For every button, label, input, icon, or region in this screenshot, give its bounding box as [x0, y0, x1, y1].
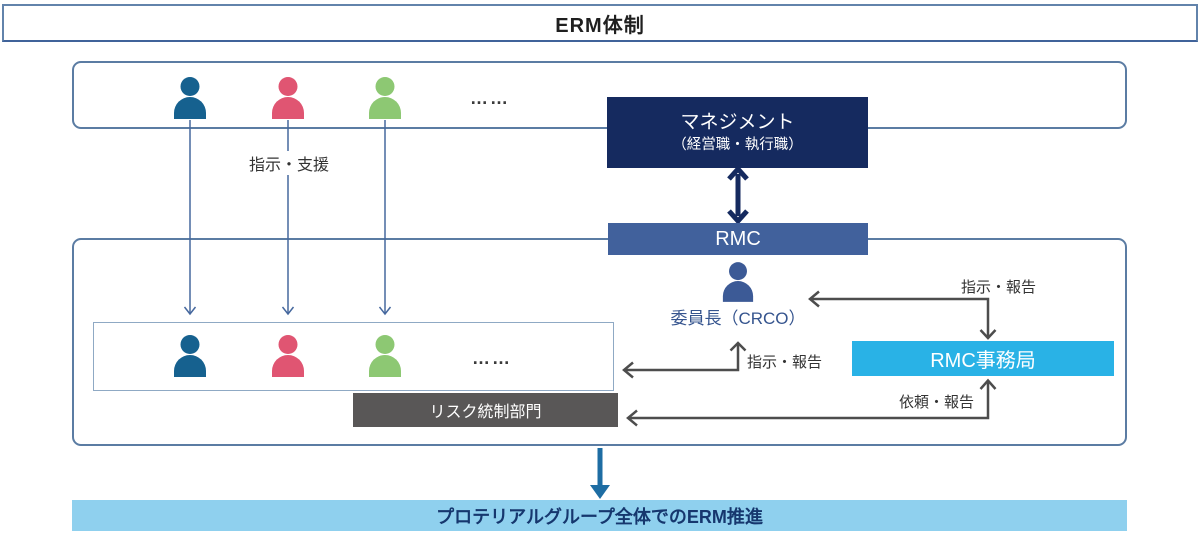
- management-rmc-double-arrow: [727, 165, 749, 225]
- risk-office-arrow: [626, 378, 997, 427]
- risk-control-label: リスク統制部門: [429, 404, 542, 421]
- person-icon: [272, 77, 304, 119]
- bottom-bar-label: プロテリアルグループ全体でのERM推進: [436, 506, 763, 527]
- management-sublabel: （経営職・執行職）: [672, 136, 803, 153]
- top-group-frame: [72, 61, 1127, 129]
- person-icon: [174, 335, 206, 377]
- lower-members-box: [93, 322, 614, 391]
- label-request-report: 依頼・報告: [899, 394, 975, 411]
- lower-group-frame: [72, 238, 1127, 446]
- ellipsis-bottom: ……: [472, 348, 512, 368]
- person-icon: [369, 77, 401, 119]
- chair-person-icon: [722, 262, 754, 302]
- instruction-support-arrows: [183, 120, 392, 316]
- person-icon: [369, 335, 401, 377]
- label-instruction-report-chair: 指示・報告: [747, 354, 823, 371]
- ellipsis-top: ……: [470, 88, 510, 108]
- label-instruction-report-office: 指示・報告: [961, 279, 1037, 296]
- chair-office-arrow: [808, 290, 997, 340]
- diagram-title: ERM体制: [555, 14, 645, 37]
- chair-members-arrow: [622, 341, 747, 379]
- chair-label: 委員長（CRCO）: [670, 309, 806, 328]
- person-icon: [272, 335, 304, 377]
- rmc-office-label: RMC事務局: [930, 350, 1036, 372]
- label-instruction-support: 指示・支援: [239, 151, 339, 175]
- rmc-box: RMC: [608, 223, 868, 255]
- bottom-bar: プロテリアルグループ全体でのERM推進: [72, 500, 1127, 531]
- diagram-title-box: ERM体制: [2, 4, 1198, 42]
- group-to-bottom-arrow: [590, 448, 610, 499]
- person-icon: [174, 77, 206, 119]
- rmc-office-box: RMC事務局: [852, 341, 1114, 376]
- management-label: マネジメント: [680, 111, 795, 133]
- rmc-label: RMC: [715, 227, 761, 250]
- management-box: マネジメント （経営職・執行職）: [607, 97, 868, 168]
- risk-control-box: リスク統制部門: [353, 393, 618, 427]
